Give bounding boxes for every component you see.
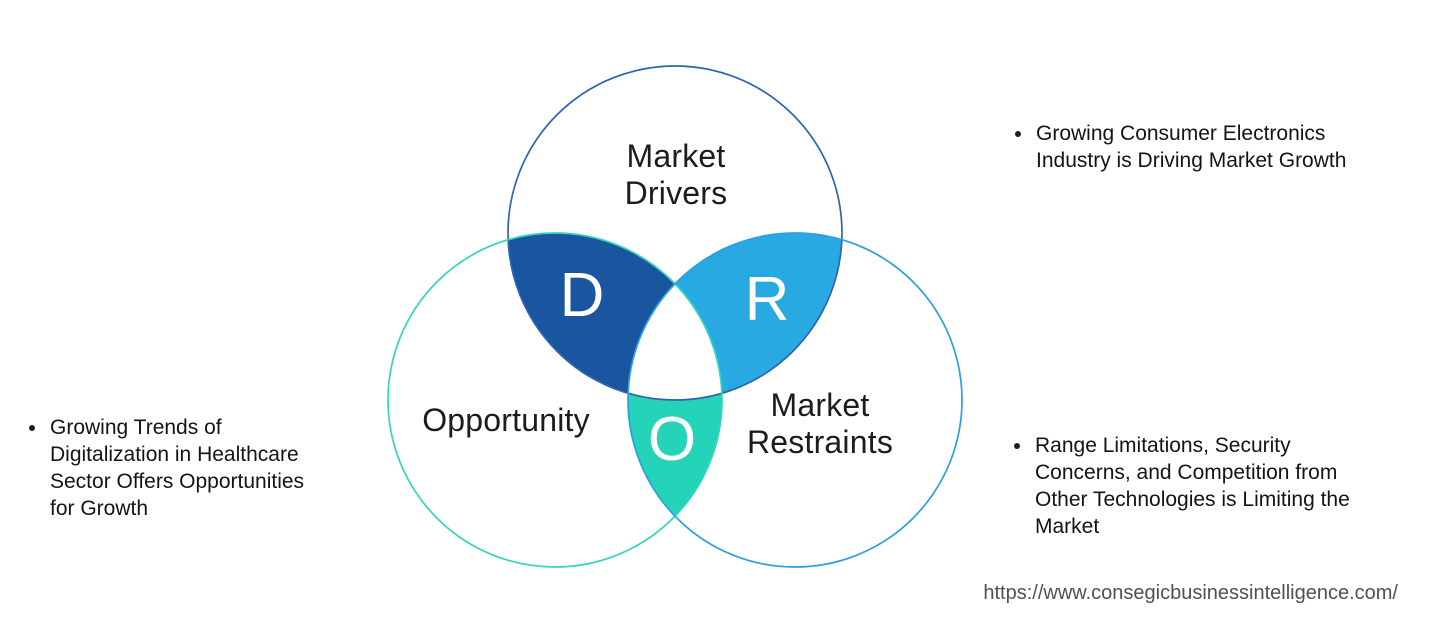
bullet-dot <box>1015 131 1021 137</box>
restraints-annotation-text: Range Limitations, Security Concerns, an… <box>1035 434 1350 538</box>
drivers-circle-outline <box>507 65 843 401</box>
drivers-annotation-text: Growing Consumer Electronics Industry is… <box>1036 122 1347 172</box>
region-letter-o: O <box>647 405 697 474</box>
drivers-opportunity-overlap <box>508 233 722 400</box>
region-letter-d: D <box>559 261 605 330</box>
market-restraints-label: Market Restraints <box>746 387 894 460</box>
opportunity-annotation-text: Growing Trends of Digitalization in Heal… <box>50 416 305 520</box>
source-url: https://www.consegicbusinessintelligence… <box>983 582 1398 604</box>
region-letter-r: R <box>744 265 790 334</box>
bullet-dot <box>29 425 35 431</box>
bullet-dot <box>1014 443 1020 449</box>
drivers-restraints-overlap <box>628 233 842 400</box>
opportunity-label: Opportunity <box>422 402 590 438</box>
drivers-annotation: Growing Consumer Electronics Industry is… <box>1015 120 1415 174</box>
opportunity-annotation: Growing Trends of Digitalization in Heal… <box>29 414 359 522</box>
opportunity-circle-outline <box>387 232 723 568</box>
market-drivers-label: Market Drivers <box>624 138 728 211</box>
restraints-circle-outline <box>627 232 963 568</box>
restraints-annotation: Range Limitations, Security Concerns, an… <box>1014 432 1414 540</box>
